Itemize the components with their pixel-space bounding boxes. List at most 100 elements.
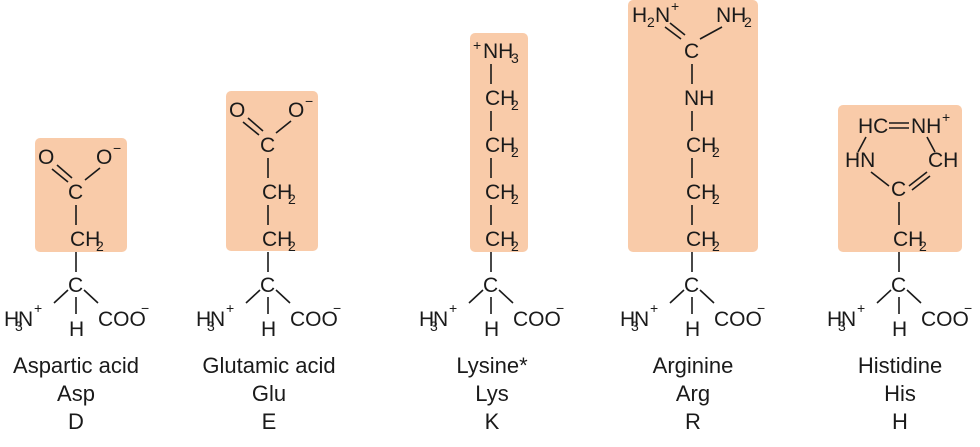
lysine-label: Lysine* Lys K bbox=[392, 352, 592, 436]
amino-acid-name: Lysine* bbox=[456, 353, 528, 378]
svg-text:CH: CH bbox=[928, 149, 958, 172]
svg-text:−: − bbox=[141, 300, 149, 316]
one-letter-code: D bbox=[68, 409, 84, 434]
svg-text:2: 2 bbox=[744, 14, 752, 30]
svg-text:N: N bbox=[18, 308, 33, 331]
svg-text:−: − bbox=[964, 300, 972, 316]
svg-text:H: H bbox=[892, 318, 907, 341]
svg-text:CH: CH bbox=[893, 228, 923, 251]
aspartic-acid-label: Aspartic acid Asp D bbox=[0, 352, 176, 436]
svg-text:2: 2 bbox=[647, 14, 655, 30]
svg-text:O: O bbox=[96, 146, 112, 169]
svg-text:CH: CH bbox=[485, 87, 515, 110]
svg-text:H: H bbox=[484, 318, 499, 341]
svg-text:H: H bbox=[685, 318, 700, 341]
svg-text:2: 2 bbox=[511, 238, 519, 254]
lysine-structure: + NH3 CH2 CH2 CH2 CH2 C HN3+ COO− H bbox=[419, 33, 564, 341]
svg-text:3: 3 bbox=[838, 318, 846, 334]
svg-text:CH: CH bbox=[686, 181, 716, 204]
three-letter-code: His bbox=[884, 381, 916, 406]
svg-text:3: 3 bbox=[207, 318, 215, 334]
svg-text:N: N bbox=[210, 308, 225, 331]
svg-text:+: + bbox=[857, 300, 865, 316]
one-letter-code: H bbox=[892, 409, 908, 434]
svg-text:2: 2 bbox=[511, 191, 519, 207]
svg-text:2: 2 bbox=[288, 191, 296, 207]
svg-text:2: 2 bbox=[511, 144, 519, 160]
svg-text:COO: COO bbox=[714, 308, 762, 331]
svg-text:N: N bbox=[841, 308, 856, 331]
one-letter-code: R bbox=[685, 409, 701, 434]
svg-text:O: O bbox=[38, 146, 54, 169]
svg-text:O: O bbox=[229, 99, 245, 122]
svg-text:+: + bbox=[942, 109, 950, 125]
svg-text:H: H bbox=[632, 4, 647, 27]
glutamic-acid-structure: O O− C CH2 CH2 C HN3+ COO− H bbox=[196, 91, 341, 341]
svg-text:CH: CH bbox=[70, 228, 100, 251]
svg-text:COO: COO bbox=[513, 308, 561, 331]
one-letter-code: E bbox=[261, 409, 277, 434]
svg-text:NH: NH bbox=[684, 87, 714, 110]
svg-text:−: − bbox=[757, 300, 765, 316]
svg-text:2: 2 bbox=[288, 238, 296, 254]
svg-text:3: 3 bbox=[631, 318, 639, 334]
svg-text:H: H bbox=[827, 308, 842, 331]
svg-text:COO: COO bbox=[290, 308, 338, 331]
svg-text:+: + bbox=[473, 37, 481, 53]
svg-text:CH: CH bbox=[686, 228, 716, 251]
amino-acid-name: Histidine bbox=[857, 353, 943, 378]
svg-text:NH: NH bbox=[911, 115, 941, 138]
svg-text:C: C bbox=[891, 274, 906, 297]
arginine-label: Arginine Arg R bbox=[593, 352, 793, 436]
svg-text:+: + bbox=[650, 300, 658, 316]
svg-text:CH: CH bbox=[485, 228, 515, 251]
aspartic-acid-structure: O O− C CH2 C HN3+ COO− H bbox=[4, 138, 149, 341]
svg-text:3: 3 bbox=[15, 318, 23, 334]
svg-text:HN: HN bbox=[845, 149, 875, 172]
svg-text:2: 2 bbox=[712, 144, 720, 160]
his-side-chain-box bbox=[838, 105, 962, 252]
svg-text:C: C bbox=[684, 274, 699, 297]
svg-text:HC: HC bbox=[858, 115, 888, 138]
svg-text:CH: CH bbox=[485, 134, 515, 157]
svg-text:C: C bbox=[260, 274, 275, 297]
svg-text:C: C bbox=[68, 181, 83, 204]
lys-side-chain-box bbox=[470, 33, 528, 252]
svg-text:+: + bbox=[671, 0, 679, 14]
svg-text:+: + bbox=[449, 300, 457, 316]
glu-side-chain-box bbox=[226, 91, 318, 251]
svg-text:3: 3 bbox=[430, 318, 438, 334]
svg-text:C: C bbox=[68, 274, 83, 297]
svg-text:CH: CH bbox=[686, 134, 716, 157]
svg-text:+: + bbox=[34, 300, 42, 316]
arg-side-chain-box bbox=[628, 0, 758, 252]
svg-text:−: − bbox=[556, 300, 564, 316]
svg-text:N: N bbox=[655, 4, 670, 27]
svg-text:COO: COO bbox=[921, 308, 969, 331]
svg-text:H: H bbox=[4, 308, 19, 331]
svg-text:CH: CH bbox=[262, 181, 292, 204]
svg-text:C: C bbox=[260, 134, 275, 157]
three-letter-code: Asp bbox=[57, 381, 95, 406]
svg-text:−: − bbox=[305, 93, 313, 109]
svg-text:−: − bbox=[113, 140, 121, 156]
svg-text:C: C bbox=[684, 40, 699, 63]
svg-text:2: 2 bbox=[712, 191, 720, 207]
svg-text:N: N bbox=[433, 308, 448, 331]
amino-acid-name: Arginine bbox=[652, 353, 734, 378]
svg-text:NH: NH bbox=[716, 4, 746, 27]
histidine-structure: HC NH+ HN CH C CH2 C HN3+ COO− H bbox=[827, 105, 972, 341]
svg-text:H: H bbox=[69, 318, 84, 341]
svg-text:2: 2 bbox=[712, 238, 720, 254]
svg-text:H: H bbox=[620, 308, 635, 331]
amino-acid-name: Glutamic acid bbox=[202, 353, 336, 378]
svg-text:2: 2 bbox=[511, 97, 519, 113]
three-letter-code: Glu bbox=[251, 381, 287, 406]
svg-text:NH: NH bbox=[483, 40, 513, 63]
svg-text:C: C bbox=[891, 178, 906, 201]
svg-text:2: 2 bbox=[919, 238, 927, 254]
svg-text:−: − bbox=[333, 300, 341, 316]
